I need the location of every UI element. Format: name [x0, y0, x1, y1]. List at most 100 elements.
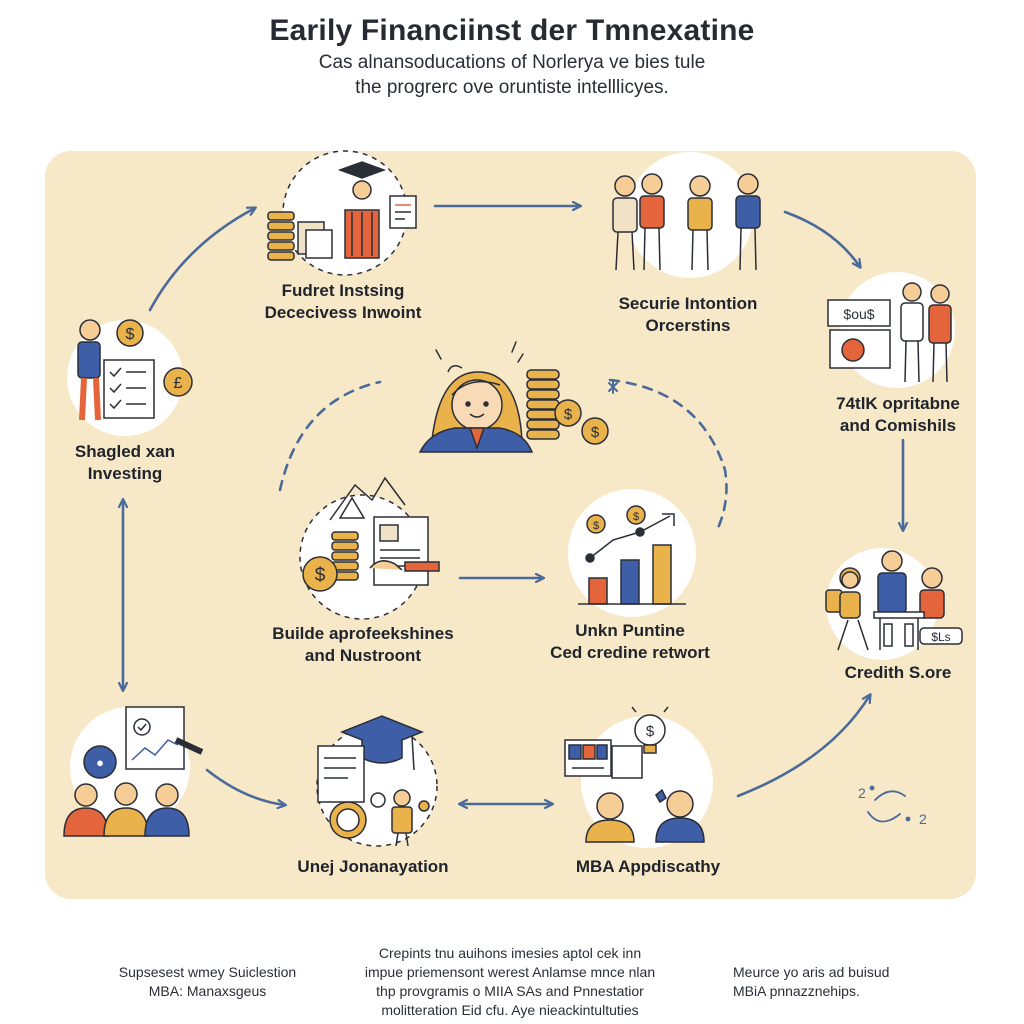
node-shagled-line-2: Investing	[87, 464, 163, 483]
mountain-icon	[329, 476, 406, 521]
money-bills-icon	[297, 221, 333, 259]
people-group-icon	[612, 173, 761, 271]
node-unkn-line-1: Unkn Puntine	[575, 621, 685, 640]
svg-text:$: $	[633, 511, 639, 523]
node-credit-line-1: Credith S.ore	[844, 663, 952, 682]
footer-left: Supsesest wmey Suiclestion MBA: Manaxsge…	[100, 963, 315, 1001]
person-with-checklist-icon	[77, 319, 155, 421]
node-unkn-icon: $ $	[568, 489, 696, 617]
node-unej-line-1: Unej Jonanayation	[297, 857, 449, 876]
certificate-document-icon	[317, 745, 365, 803]
footer-center-line-1: Crepints tnu auihons imesies aptol cek i…	[378, 945, 642, 961]
footer-center-line-4: molitteration Eid cfu. Aye nieackintultu…	[381, 1002, 639, 1018]
growth-bar-chart-icon	[578, 513, 686, 605]
arrow-bottomleft-to-unej	[205, 768, 285, 805]
svg-text:$: $	[593, 520, 599, 532]
presentation-chart-icon	[125, 706, 204, 770]
dollar-coins-icon: $ $	[586, 505, 646, 534]
node-credit-icon: $Ls	[825, 548, 963, 660]
footer-center-line-3: thp provgramis o MIIA SAs and Pnnestatio…	[376, 983, 644, 999]
small-person-icon	[370, 789, 430, 847]
svg-text:2: 2	[919, 811, 927, 827]
node-shagled-icon: $ £	[67, 319, 193, 436]
footer-center-line-2: impue priemensont werest Anlamse mnce nl…	[364, 964, 656, 980]
svg-text:$: $	[591, 424, 600, 441]
node-mba-label: MBA Appdiscathy	[548, 856, 748, 878]
node-builde-line-1: Builde aprofeekshines	[272, 624, 454, 643]
two-people-icon	[900, 282, 952, 383]
node-builde-line-2: and Nustroont	[304, 646, 422, 665]
svg-text:£: £	[174, 375, 183, 392]
page-subtitle: Cas alnansoducations of Norlerya ve bies…	[262, 50, 762, 100]
dashed-arc-right	[608, 378, 728, 530]
node-bottomleft-icon: ●	[63, 706, 204, 837]
three-people-icon	[63, 782, 190, 837]
node-unej-label: Unej Jonanayation	[273, 856, 473, 878]
svg-text:$: $	[564, 406, 573, 423]
accent-marks-icon	[435, 341, 524, 363]
contract-document-icon	[369, 516, 440, 586]
footer-right: Meurce yo aris ad buisud MBiA pnnazznehi…	[733, 963, 933, 1001]
arrow-mba-to-credit	[736, 695, 870, 798]
sign-text: $ou$	[843, 306, 874, 322]
node-shagled-line-1: Shagled xan	[74, 442, 176, 461]
presentation-board-icon: $ou$	[827, 299, 891, 369]
node-securie-line-1: Securie Intontion	[618, 294, 758, 313]
team-desk-icon: $Ls	[825, 550, 963, 651]
diagram-panel	[45, 151, 976, 899]
arrow-securie-to-opritabne	[783, 210, 860, 267]
svg-text:$: $	[126, 326, 135, 343]
two-people-icon	[585, 788, 705, 843]
speech-bubble-icon: ●	[83, 745, 117, 779]
footer-right-line-1: Meurce yo aris ad buisud	[733, 964, 890, 980]
node-unkn-line-2: Ced credine retwort	[550, 643, 710, 662]
node-securie-line-2: Orcerstins	[645, 316, 731, 335]
node-mba-icon: $	[564, 706, 713, 848]
flow-arrows	[123, 206, 903, 805]
graduation-cap-icon	[339, 715, 425, 771]
arrow-shagled-to-fudret	[148, 208, 255, 312]
node-opritabne-line-2: and Comishils	[839, 416, 957, 435]
node-builde-icon: $	[299, 476, 440, 620]
node-securie-label: Securie Intontion Orcerstins	[588, 293, 788, 337]
node-opritabne-icon: $ou$	[827, 272, 955, 388]
footer-left-line-2: MBA: Manaxsgeus	[148, 983, 267, 999]
tag-text: $Ls	[931, 630, 950, 644]
footer-center: Crepints tnu auihons imesies aptol cek i…	[330, 944, 690, 1020]
dollar-coin-icon: $	[302, 556, 338, 592]
sparkle-icon	[608, 380, 618, 394]
girl-avatar-icon	[418, 365, 534, 453]
node-fudret-label: Fudret Instsing Dececivess Inwoint	[243, 280, 443, 324]
node-opritabne-label: 74tlK opritabne and Comishils	[803, 393, 993, 437]
coin-stack-icon	[267, 211, 295, 261]
doodle-icon: 2 2	[858, 785, 927, 827]
node-unkn-label: Unkn Puntine Ced credine retwort	[520, 620, 740, 664]
node-credit-label: Credith S.ore	[803, 662, 993, 684]
document-icon	[389, 195, 417, 229]
footer-right-line-2: MBiA pnnazznehips.	[733, 983, 860, 999]
dollar-coin-icon: $	[116, 319, 144, 347]
pound-coin-icon: £	[163, 367, 193, 397]
dashed-arc-left	[278, 380, 382, 492]
dollar-coins-icon: $ $	[554, 399, 609, 445]
subtitle-line-1: Cas alnansoducations of Norlerya ve bies…	[318, 52, 706, 73]
node-securie-icon	[612, 152, 761, 278]
node-center-person-icon: $ $	[418, 365, 609, 453]
coin-tower-icon	[526, 369, 560, 440]
footer-left-line-1: Supsesest wmey Suiclestion	[118, 964, 297, 980]
node-fudret-line-1: Fudret Instsing	[281, 281, 405, 300]
graduate-podium-icon	[337, 161, 387, 259]
node-fudret-line-2: Dececivess Inwoint	[264, 303, 422, 322]
subtitle-line-2: the progrerc ove oruntiste intelllicyes.	[355, 77, 669, 98]
node-opritabne-line-1: 74tlK opritabne	[836, 394, 960, 413]
node-mba-line-1: MBA Appdiscathy	[575, 857, 721, 876]
medal-icon	[329, 801, 367, 839]
svg-text:2: 2	[858, 785, 866, 801]
node-shagled-label: Shagled xan Investing	[45, 441, 205, 485]
video-screen-icon	[564, 739, 643, 779]
svg-text:$: $	[315, 565, 326, 586]
coin-stack-icon	[331, 531, 359, 581]
node-fudret-icon	[267, 150, 417, 276]
page-title: Earily Financiinst der Tmnexatine	[269, 14, 755, 47]
